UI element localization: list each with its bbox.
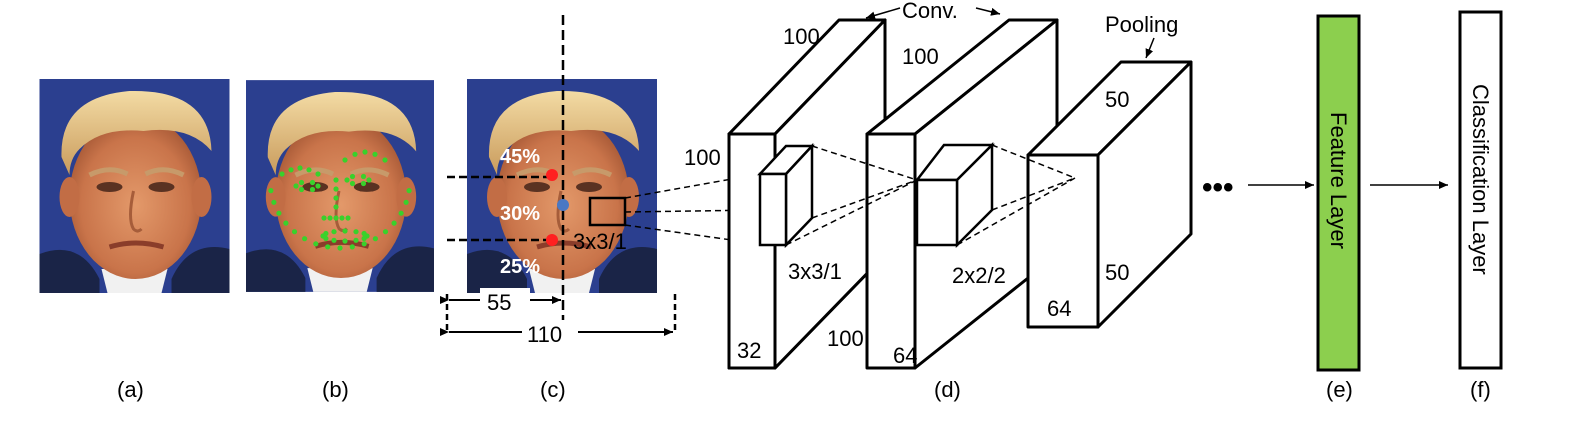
landmark-dot (399, 211, 404, 216)
landmark-dot (362, 231, 367, 236)
block3-height-label: 50 (1105, 87, 1129, 112)
classification-layer-label: Classification Layer (1468, 84, 1493, 275)
face-photo-b (246, 80, 434, 292)
landmark-dot (299, 180, 304, 185)
conv-label: Conv. (902, 0, 958, 23)
landmark-dot (293, 183, 298, 188)
landmark-dot (310, 187, 315, 192)
block2-height-label: 100 (902, 44, 939, 69)
landmark-dot (352, 152, 357, 157)
marker-red-bottom (546, 234, 558, 246)
caption-e: (e) (1326, 377, 1353, 402)
pooling-label: Pooling (1105, 12, 1178, 37)
dim-half-label: 55 (487, 290, 511, 315)
landmark-dot (333, 215, 338, 220)
landmark-dot (323, 231, 328, 236)
caption-b: (b) (322, 377, 349, 402)
landmark-dot (383, 229, 388, 234)
pct-bottom-label: 25% (500, 256, 540, 278)
landmark-dot (268, 188, 273, 193)
pct-mid-label: 30% (500, 203, 540, 225)
landmark-dot (362, 236, 367, 241)
landmark-dot (331, 238, 336, 243)
conv-arrow-right (976, 8, 1000, 14)
block2-kernel-label: 2x2/2 (952, 263, 1006, 288)
caption-d: (d) (934, 377, 961, 402)
block1-width-label: 100 (684, 145, 721, 170)
landmark-dot (353, 238, 358, 243)
landmark-dot (366, 177, 371, 182)
landmark-dot (342, 157, 347, 162)
marker-red-top (546, 169, 558, 181)
block2-width-label: 100 (827, 326, 864, 351)
landmark-dot (271, 200, 276, 205)
block1-height-label: 100 (783, 24, 820, 49)
caption-a: (a) (117, 377, 144, 402)
landmark-dot (342, 228, 347, 233)
landmark-dot (337, 245, 342, 250)
block1-kernel-label: 3x3/1 (788, 259, 842, 284)
face-photo-a (40, 79, 230, 293)
caption-c: (c) (540, 377, 566, 402)
landmark-dot (350, 244, 355, 249)
landmark-dot (283, 221, 288, 226)
landmark-dot (392, 221, 397, 226)
landmark-dot (350, 174, 355, 179)
conv-arrow-left (866, 8, 900, 18)
pooling-arrow (1146, 38, 1154, 58)
landmark-dot (279, 171, 284, 176)
landmark-dot (297, 165, 302, 170)
dim-full-label: 110 (527, 322, 562, 347)
landmark-dot (333, 204, 338, 209)
landmark-dot (333, 186, 338, 191)
landmark-dot (404, 200, 409, 205)
landmark-dot (372, 152, 377, 157)
landmark-dot (302, 236, 307, 241)
landmark-dot (331, 229, 336, 234)
landmark-dot (344, 177, 349, 182)
landmark-dot (315, 171, 320, 176)
landmark-dot (333, 177, 338, 182)
block2-depth-label: 64 (893, 343, 917, 368)
marker-blue-mid (557, 199, 569, 211)
landmark-dot (306, 167, 311, 172)
landmark-dot (276, 211, 281, 216)
landmark-dot (333, 195, 338, 200)
landmark-dot (407, 188, 412, 193)
landmark-dot (382, 157, 387, 162)
landmark-dot (362, 241, 367, 246)
landmark-dot (310, 180, 315, 185)
kernel-label-c: 3x3/1 (573, 229, 627, 254)
landmark-dot (373, 236, 378, 241)
landmark-dot (327, 215, 332, 220)
landmark-dot (361, 174, 366, 179)
block1-depth-label: 32 (737, 338, 761, 363)
caption-f: (f) (1470, 377, 1491, 402)
landmark-dot (339, 215, 344, 220)
landmark-dot (292, 229, 297, 234)
landmark-dot (288, 167, 293, 172)
landmark-dot (342, 238, 347, 243)
block3-depth-label: 64 (1047, 296, 1071, 321)
landmark-dot (325, 244, 330, 249)
landmark-dot (350, 181, 355, 186)
block3-width-label: 50 (1105, 260, 1129, 285)
feature-layer-label: Feature Layer (1326, 112, 1351, 249)
landmark-dot (362, 149, 367, 154)
landmark-dot (353, 229, 358, 234)
ellipsis: ••• (1202, 171, 1234, 204)
landmark-dot (345, 215, 350, 220)
landmark-dot (313, 241, 318, 246)
landmark-dot (315, 183, 320, 188)
landmark-dot (299, 187, 304, 192)
landmark-dot (361, 181, 366, 186)
pct-top-label: 45% (500, 146, 540, 168)
landmark-dot (321, 215, 326, 220)
